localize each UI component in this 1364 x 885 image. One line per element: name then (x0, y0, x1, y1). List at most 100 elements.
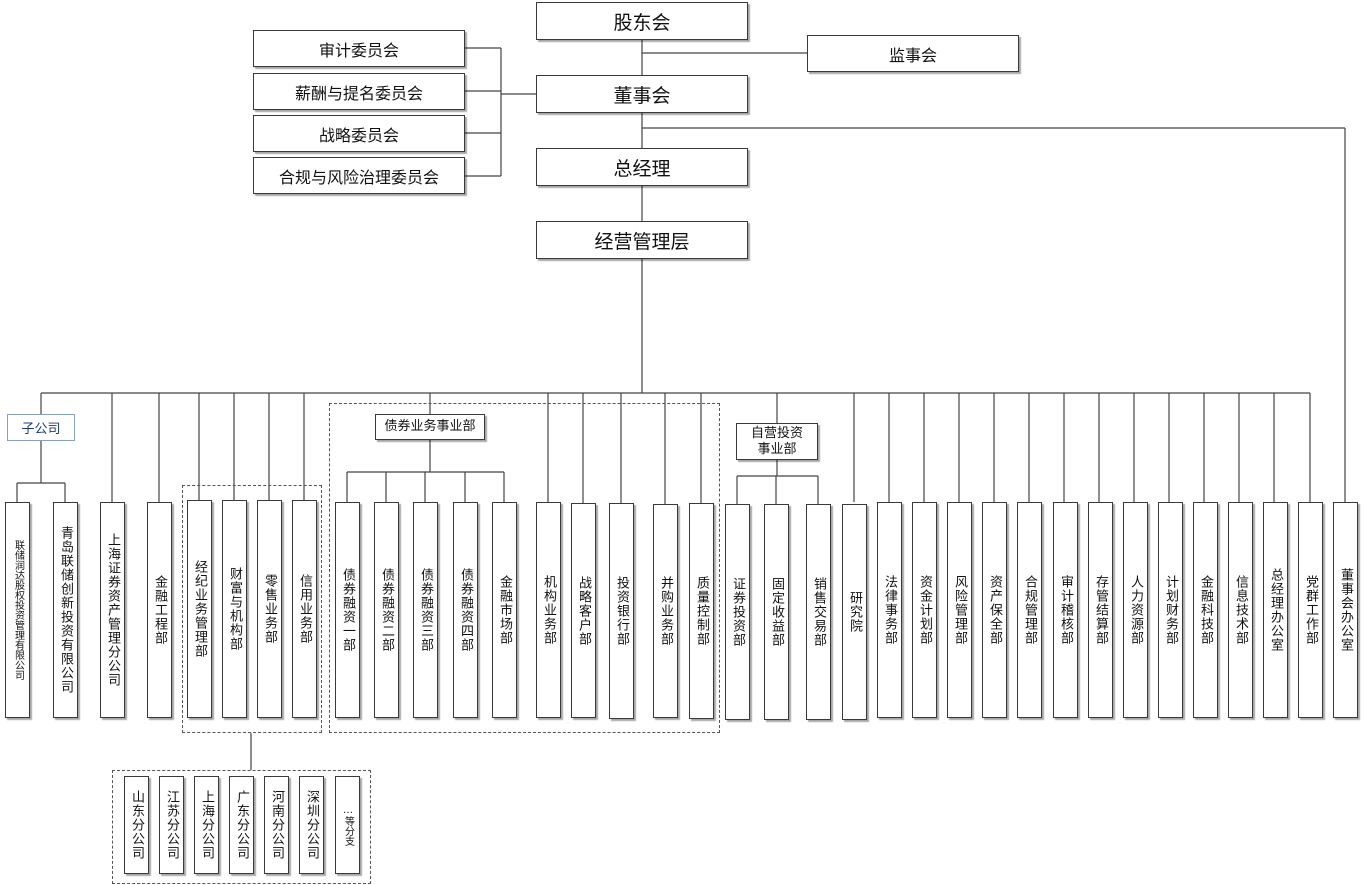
department-label: 债券融资二部 (379, 568, 394, 652)
department-box: 存管结算部 (1088, 502, 1113, 718)
department-box: 销售交易部 (806, 504, 831, 720)
shareholders-label: 股东会 (613, 11, 671, 34)
board-label: 董事会 (613, 84, 671, 107)
department-label: 审计稽核部 (1058, 575, 1073, 645)
subsidiary-group-text: 子公司 (21, 422, 61, 437)
department-box: 质量控制部 (689, 503, 714, 719)
department-box: 并购业务部 (653, 504, 678, 718)
department-label: 法律事务部 (882, 575, 897, 645)
department-label: 资金计划部 (917, 575, 932, 645)
department-label: 并购业务部 (658, 576, 673, 646)
department-label: 固定收益部 (769, 577, 784, 647)
committee-label: 合规与风险治理委员会 (278, 167, 439, 187)
committee-label: 审计委员会 (318, 40, 399, 60)
management-box: 经营管理层 (536, 221, 748, 259)
gm-box: 总经理 (536, 148, 748, 186)
department-box: 信用业务部 (292, 500, 317, 718)
branch-label: 河南分公司 (269, 790, 284, 860)
department-box: 固定收益部 (764, 504, 789, 720)
shareholders-box: 股东会 (536, 2, 748, 40)
branch-box: 山东分公司 (124, 776, 149, 874)
department-label: 金融科技部 (1198, 575, 1213, 645)
bond-group-frame (329, 403, 720, 733)
department-box: 风险管理部 (947, 502, 972, 718)
department-label: 资产保全部 (987, 575, 1002, 645)
department-box: 债券融资四部 (453, 502, 478, 718)
department-box: 联储润达股权投资管理有限公司 (5, 502, 30, 718)
department-box: 经纪业务管理部 (187, 500, 212, 718)
department-box: 党群工作部 (1298, 502, 1323, 718)
department-label: 金融工程部 (152, 575, 167, 645)
branch-box: 上海分公司 (194, 776, 219, 874)
department-box: 债券融资三部 (413, 502, 438, 718)
committee-label: 薪酬与提名委员会 (294, 83, 423, 103)
department-label: 总经理办公室 (1268, 568, 1283, 652)
branch-box: 河南分公司 (264, 776, 289, 874)
department-label: 零售业务部 (262, 574, 277, 644)
prop-group-line2: 事业部 (757, 441, 797, 457)
department-box: 债券融资二部 (374, 502, 399, 718)
department-label: 青岛联储创新投资有限公司 (58, 526, 73, 694)
department-label: 证券投资部 (730, 577, 745, 647)
prop-group-label: 自营投资事业部 (736, 423, 818, 460)
brokerage-group-frame (182, 485, 322, 733)
department-box: 金融科技部 (1193, 502, 1218, 718)
branch-label: 山东分公司 (129, 790, 144, 860)
department-label: 联储润达股权投资管理有限公司 (12, 540, 24, 680)
department-box: 机构业务部 (536, 502, 561, 718)
committee-remuneration: 薪酬与提名委员会 (253, 73, 465, 110)
department-box: 证券投资部 (725, 504, 750, 720)
department-box: 董事会办公室 (1333, 502, 1358, 718)
department-box: 上海证券资产管理分公司 (100, 502, 125, 718)
prop-group-text: 自营投资事业部 (751, 426, 803, 458)
department-label: 风险管理部 (952, 575, 967, 645)
department-label: 质量控制部 (694, 576, 709, 646)
branch-box: …等分支 (335, 776, 360, 874)
department-label: 债券融资四部 (458, 568, 473, 652)
department-label: 机构业务部 (541, 575, 556, 645)
department-box: 资金计划部 (912, 502, 937, 718)
department-label: 金融市场部 (497, 575, 512, 645)
department-box: 零售业务部 (257, 500, 282, 718)
department-box: 合规管理部 (1017, 502, 1042, 718)
branch-label: 广东分公司 (234, 790, 249, 860)
department-label: 存管结算部 (1093, 575, 1108, 645)
department-box: 金融市场部 (492, 502, 517, 718)
department-label: 合规管理部 (1022, 575, 1037, 645)
branch-label: 上海分公司 (199, 790, 214, 860)
bond-group-label: 债券业务事业部 (375, 414, 485, 440)
branch-label: 江苏分公司 (164, 790, 179, 860)
department-label: 投资银行部 (614, 576, 629, 646)
bond-group-text: 债券业务事业部 (384, 419, 476, 434)
department-box: 研究院 (842, 504, 867, 720)
branch-box: 江苏分公司 (159, 776, 184, 874)
gm-label: 总经理 (613, 157, 671, 180)
board-box: 董事会 (536, 75, 748, 113)
department-label: 人力资源部 (1128, 575, 1143, 645)
department-box: 战略客户部 (571, 503, 596, 718)
department-box: 资产保全部 (982, 502, 1007, 718)
department-box: 青岛联储创新投资有限公司 (53, 502, 78, 718)
branch-label: …等分支 (342, 804, 354, 846)
supervisors-label: 监事会 (888, 45, 937, 65)
department-box: 财富与机构部 (222, 500, 247, 718)
department-label: 债券融资一部 (340, 568, 355, 652)
department-label: 信用业务部 (297, 574, 312, 644)
department-label: 董事会办公室 (1338, 568, 1353, 652)
branch-box: 广东分公司 (229, 776, 254, 874)
supervisors-box: 监事会 (807, 35, 1019, 72)
department-label: 财富与机构部 (227, 567, 242, 651)
department-box: 债券融资一部 (335, 502, 360, 718)
department-box: 人力资源部 (1123, 502, 1148, 718)
committee-label: 战略委员会 (318, 125, 399, 145)
committee-risk: 合规与风险治理委员会 (253, 157, 465, 194)
department-label: 战略客户部 (576, 575, 591, 646)
branch-group-frame (112, 770, 371, 884)
department-label: 经纪业务管理部 (192, 560, 207, 658)
department-box: 审计稽核部 (1053, 502, 1078, 718)
department-box: 总经理办公室 (1263, 502, 1288, 718)
branch-box: 深圳分公司 (299, 776, 324, 874)
department-label: 上海证券资产管理分公司 (105, 533, 120, 687)
department-label: 研究院 (847, 591, 862, 633)
